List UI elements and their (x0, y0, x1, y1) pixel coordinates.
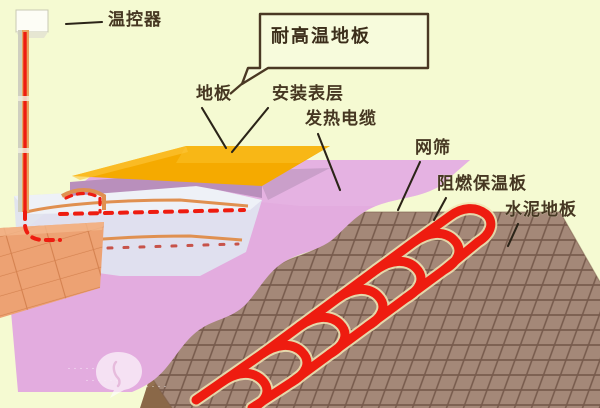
label-thermostat: 温控器 (108, 10, 162, 30)
leader-lines (64, 20, 520, 248)
conduit (18, 30, 25, 212)
callout-text: 耐高温地板 (271, 26, 371, 47)
heating-cable-serpentine (189, 202, 498, 408)
leader-surface (230, 106, 270, 154)
leader-cable (316, 132, 342, 192)
thermostat-box (15, 9, 49, 33)
leader-floorboard (200, 106, 228, 150)
leader-mesh (396, 160, 422, 212)
label-insulation-board: 阻燃保温板 (437, 174, 527, 194)
label-heating-cable: 发热电缆 (305, 109, 377, 129)
watermark (66, 352, 168, 398)
floorboard-panel (72, 146, 330, 186)
leader-insulation (432, 196, 448, 222)
leader-thermostat (64, 20, 104, 26)
thermostat-assembly (15, 9, 106, 242)
label-concrete-floor: 水泥地板 (505, 200, 577, 220)
leader-concrete (506, 222, 520, 248)
callout-box (229, 12, 430, 95)
label-wire-mesh: 网筛 (415, 138, 451, 158)
label-floorboard: 地板 (196, 84, 232, 104)
label-installation-surface: 安装表层 (272, 84, 344, 104)
